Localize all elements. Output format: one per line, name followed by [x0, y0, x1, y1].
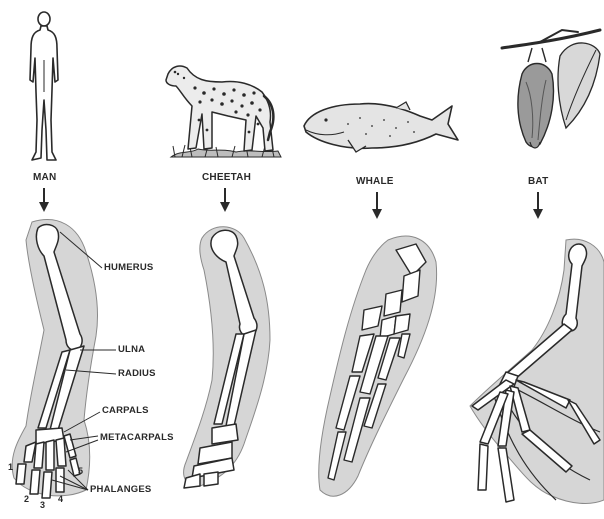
digit-label-3: 3: [40, 500, 45, 510]
human-arm-diagram: [12, 220, 116, 498]
label-metacarpals: METACARPALS: [100, 432, 174, 443]
label-bat: BAT: [528, 176, 548, 187]
label-man: MAN: [33, 172, 56, 183]
bat-figure: [502, 30, 600, 148]
whale-figure: [304, 102, 458, 152]
man-figure: [30, 12, 58, 160]
label-whale: WHALE: [356, 176, 394, 187]
cheetah-figure: [166, 66, 281, 157]
whale-flipper-diagram: [319, 236, 437, 496]
digit-label-5: 5: [78, 466, 83, 476]
digit-label-1: 1: [8, 462, 13, 472]
label-radius: RADIUS: [118, 368, 156, 379]
digit-label-2: 2: [24, 494, 29, 504]
label-ulna: ULNA: [118, 344, 145, 355]
digit-label-4: 4: [58, 494, 63, 504]
label-cheetah: CHEETAH: [202, 172, 251, 183]
label-humerus: HUMERUS: [104, 262, 153, 273]
label-phalanges: PHALANGES: [90, 484, 151, 495]
label-carpals: CARPALS: [102, 405, 149, 416]
cheetah-leg-diagram: [184, 227, 270, 488]
bat-wing-diagram: [470, 239, 604, 503]
arrows: [44, 188, 538, 214]
